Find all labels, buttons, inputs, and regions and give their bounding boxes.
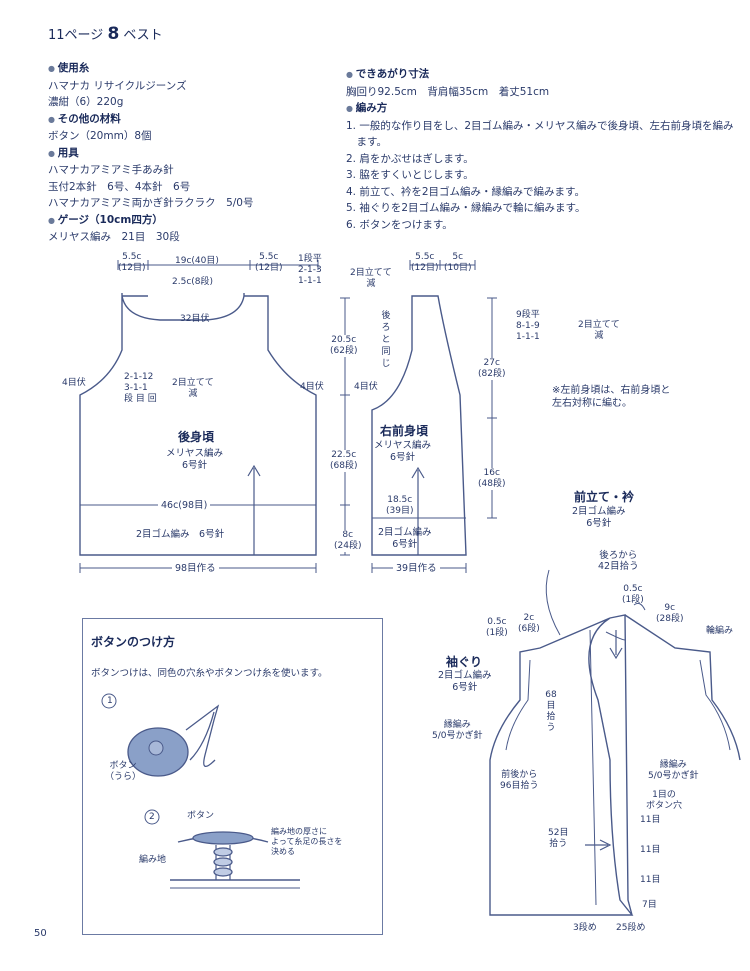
spacing-11-a: 11目 bbox=[640, 815, 661, 825]
tool-3: ハマナカアミアミ両かぎ針ラクラク 5/0号 bbox=[48, 197, 254, 209]
armband-title: 袖ぐり bbox=[446, 655, 483, 669]
back-decrease-note: 2目立てて 減 bbox=[172, 378, 214, 399]
front-top-a: 5.5c (12目) bbox=[411, 252, 439, 273]
page-title: 11ページ 8 ベスト bbox=[48, 24, 163, 44]
spacing-11-b: 11目 bbox=[640, 845, 661, 855]
method-step: 1. 一般的な作り目をし、2目ゴム編み・メリヤス編みで後身頃、左右前身頃を編み bbox=[346, 119, 734, 132]
front-decrease-rows: 9段平 8-1-9 1-1-1 bbox=[516, 310, 540, 342]
band-outline bbox=[489, 617, 634, 916]
mirror-note: ※左前身頃は、右前身頃と 左右対称に編む。 bbox=[552, 385, 671, 409]
back-top-mid-dim: 19c(40目) bbox=[175, 256, 219, 266]
armband-2: 2c (6段) bbox=[518, 613, 540, 634]
back-top-right-dim: 5.5c (12目) bbox=[255, 252, 283, 273]
band-05: 0.5c (1段) bbox=[622, 584, 644, 605]
height-8: 8c (24段) bbox=[334, 530, 362, 552]
first-buttonhole: 1目の ボタン穴 bbox=[646, 790, 683, 811]
step-1: 1 bbox=[107, 696, 113, 706]
front-top-b: 5c (10目) bbox=[444, 252, 472, 273]
gauge-heading: ゲージ（10cm四方） bbox=[48, 212, 253, 230]
front-cast-on: 39目作る bbox=[393, 563, 440, 575]
pick-68: 68目拾う bbox=[545, 690, 557, 733]
back-neck-depth: 2.5c(8段) bbox=[172, 277, 214, 287]
method-step: 5. 袖ぐりを2目ゴム編み・縁編みで輪に編みます。 bbox=[346, 202, 586, 214]
height-22-5: 22.5c (68段) bbox=[330, 450, 358, 472]
front-height-27: 27c (82段) bbox=[478, 358, 506, 380]
band-9: 9c (28段) bbox=[656, 603, 684, 624]
back-cast-on: 98目作る bbox=[172, 563, 219, 575]
yarn-heading: 使用糸 bbox=[48, 60, 253, 78]
button-material: ボタン（20mm）8個 bbox=[48, 130, 152, 142]
method-step: 3. 脇をすくいとじします。 bbox=[346, 169, 474, 181]
step-2: 2 bbox=[149, 812, 155, 822]
row-25: 25段め bbox=[616, 923, 646, 933]
armband-rib: 2目ゴム編み 6号針 bbox=[438, 670, 492, 693]
button-back-label: ボタン （うら） bbox=[105, 761, 142, 782]
back-shoulder-rows: 1段平 2-1-3 1-1-1 bbox=[298, 254, 322, 286]
method-step: 4. 前立て、衿を2目ゴム編み・縁編みで編みます。 bbox=[346, 185, 585, 198]
button-box-desc: ボタンつけは、同色の穴糸やボタンつけ糸を使います。 bbox=[91, 668, 328, 679]
back-neck-stitches: 32目伏 bbox=[180, 314, 210, 324]
button-label: ボタン bbox=[187, 811, 215, 821]
front-decrease-note: 2目立てて 減 bbox=[578, 320, 620, 341]
spacing-7: 7目 bbox=[642, 900, 657, 910]
front-body-name: 右前身頃 bbox=[380, 424, 429, 438]
pick-52: 52目 拾う bbox=[548, 828, 569, 849]
method-heading: 編み方 bbox=[346, 100, 734, 118]
yarn-color: 濃紺（6）220g bbox=[48, 96, 124, 108]
back-armhole-right: 4目伏 bbox=[300, 382, 324, 392]
back-body-name: 後身頃 bbox=[178, 430, 215, 444]
band-rib: 2目ゴム編み 6号針 bbox=[572, 506, 626, 529]
button-instructions-box: ボタンのつけ方 ボタンつけは、同色の穴糸やボタンつけ糸を使います。 1 ボタン … bbox=[82, 618, 383, 935]
front-rib: 2目ゴム編み 6号針 bbox=[378, 527, 432, 550]
back-shoulder-note: 2目立てて 減 bbox=[350, 268, 392, 289]
back-rib: 2目ゴム編み 6号針 bbox=[136, 529, 225, 540]
front-armhole: 4目伏 bbox=[354, 382, 378, 392]
pick-96: 前後から 96目拾う bbox=[500, 770, 539, 791]
edge-band: 縁編み 5/0号かぎ針 bbox=[648, 760, 699, 781]
back-body-stitch: メリヤス編み 6号針 bbox=[166, 448, 224, 471]
height-20-5: 20.5c (62段) bbox=[330, 335, 358, 357]
back-decrease-rows: 2-1-12 3-1-1 段 目 回 bbox=[124, 372, 157, 404]
method-step: 2. 肩をかぶせはぎします。 bbox=[346, 152, 474, 165]
page-number: 50 bbox=[34, 928, 47, 939]
back-top-left-dim: 5.5c (12目) bbox=[118, 252, 146, 273]
front-same-as-back: 後ろと同じ bbox=[381, 311, 391, 369]
finished-heading: できあがり寸法 bbox=[346, 66, 734, 84]
gauge-value: メリヤス編み 21目 30段 bbox=[48, 231, 180, 243]
ring-knit: 輪編み bbox=[706, 626, 734, 636]
pattern-number: 8 bbox=[107, 24, 120, 44]
finished-values: 胸回り92.5cm 背肩幅35cm 着丈51cm bbox=[346, 85, 550, 98]
page-ref: 11ページ bbox=[48, 28, 104, 43]
tool-2: 玉付2本針 6号、4本針 6号 bbox=[48, 180, 191, 193]
tools-heading: 用具 bbox=[48, 145, 253, 163]
band-from-back: 後ろから 42目拾う bbox=[598, 550, 639, 572]
tool-1: ハマナカアミアミ手あみ針 bbox=[48, 164, 174, 176]
pattern-title: ベスト bbox=[123, 28, 163, 43]
materials-block: 使用糸 ハマナカ リサイクルジーンズ 濃紺（6）220g その他の材料 ボタン（… bbox=[48, 60, 253, 246]
fabric-label: 編み地 bbox=[139, 855, 167, 865]
method-step: 6. ボタンをつけます。 bbox=[346, 218, 453, 231]
front-height-16: 16c (48段) bbox=[478, 468, 506, 490]
back-body-outline bbox=[79, 293, 317, 556]
spacing-11-c: 11目 bbox=[640, 875, 661, 885]
other-heading: その他の材料 bbox=[48, 111, 253, 129]
button-box-title: ボタンのつけ方 bbox=[91, 635, 176, 649]
front-body-stitch: メリヤス編み 6号針 bbox=[374, 440, 432, 463]
band-title: 前立て・衿 bbox=[574, 490, 635, 504]
front-body-outline bbox=[371, 295, 467, 556]
method-block: できあがり寸法 胸回り92.5cm 背肩幅35cm 着丈51cm 編み方 1. … bbox=[346, 66, 734, 233]
armband-05: 0.5c (1段) bbox=[486, 617, 508, 638]
yarn-name: ハマナカ リサイクルジーンズ bbox=[48, 79, 187, 92]
row-3: 3段め bbox=[573, 923, 597, 933]
method-step: ます。 bbox=[346, 136, 387, 148]
thickness-note: 編み地の厚さに よって糸足の長さを 決める bbox=[271, 827, 343, 856]
front-width: 18.5c (39目) bbox=[386, 495, 414, 517]
back-armhole-left: 4目伏 bbox=[62, 378, 86, 388]
edge-armband: 縁編み 5/0号かぎ針 bbox=[432, 720, 483, 741]
back-width: 46c(98目) bbox=[158, 500, 211, 512]
